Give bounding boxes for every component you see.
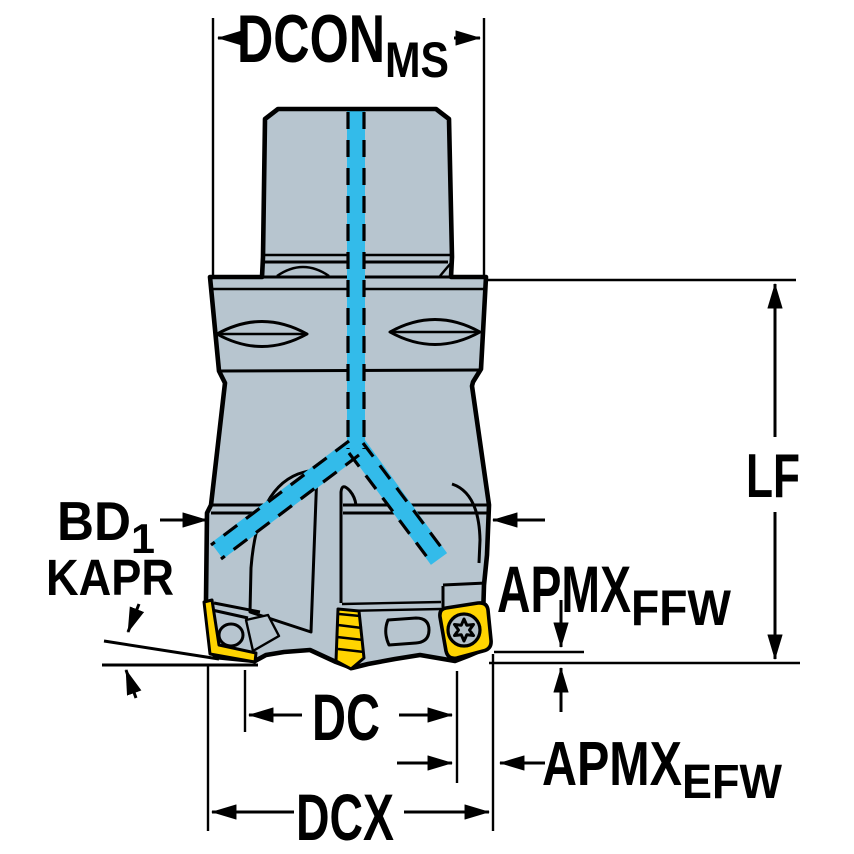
- dimension-lf: LF: [488, 278, 800, 665]
- chip-recess: [384, 616, 431, 647]
- pocket-left-facet: [244, 613, 281, 653]
- label-apmx-efw: APMXEFW: [542, 730, 783, 809]
- coolant-branch-right: [348, 440, 448, 565]
- flute-gash-right: [451, 482, 482, 564]
- insert-middle: [334, 607, 366, 671]
- insert-middle-serrations: [336, 612, 365, 654]
- torx-screw-icon: [453, 617, 475, 643]
- coolant-channels: [210, 110, 449, 566]
- label-dc: DC: [312, 680, 380, 754]
- hidden-line-branchright-lower: [347, 452, 435, 566]
- dimension-dcx: DCX: [206, 654, 495, 854]
- flute-wall-center: [339, 485, 358, 603]
- hidden-line-branchleft-upper: [210, 439, 350, 547]
- dimension-dc: DC: [243, 670, 459, 783]
- dimension-kapr: KAPR: [46, 549, 258, 699]
- shank-relief-arc-left: [276, 265, 330, 277]
- cutting-edge-angle-line: [103, 639, 220, 661]
- dimension-apmx-efw: APMXEFW: [397, 730, 783, 809]
- coolant-channel-center: [347, 110, 365, 450]
- hidden-line-branchright-upper: [361, 442, 449, 556]
- angle-arrow-upper: [126, 603, 145, 633]
- pocket-left-screw-hole: [217, 622, 245, 648]
- label-apmx-ffw: APMXFFW: [497, 552, 732, 636]
- label-dcon-ms: DCONMS: [237, 1, 449, 88]
- label-lf: LF: [746, 442, 800, 511]
- hidden-line-branchleft-lower: [220, 453, 360, 561]
- dimension-dcon-ms: DCONMS: [211, 1, 486, 276]
- insert-right: [438, 601, 493, 661]
- label-bd1: BD1: [57, 490, 155, 562]
- inserts: [202, 598, 493, 671]
- label-dcx: DCX: [296, 780, 394, 854]
- angle-arrow-lower: [124, 669, 142, 699]
- label-kapr: KAPR: [46, 549, 174, 606]
- pocket-left-seat-lines: [211, 601, 261, 620]
- insert-left-edge-view: [202, 598, 258, 664]
- dimension-apmx-ffw: APMXFFW: [494, 552, 732, 712]
- dimension-bd1: BD1: [57, 490, 545, 562]
- coolant-branch-left: [210, 439, 362, 559]
